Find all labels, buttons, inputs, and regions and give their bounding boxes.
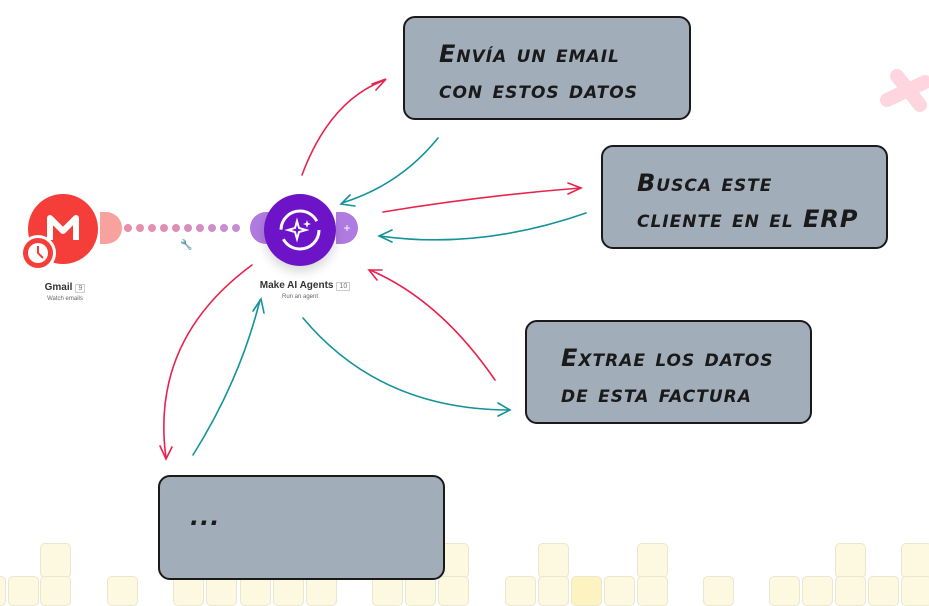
clock-schedule-icon[interactable] [20, 235, 56, 271]
arrow-from-extract-invoice [369, 269, 496, 381]
note-more: ... [158, 475, 445, 580]
connection-dots [124, 224, 240, 232]
agent-subtitle: Run an agent [281, 294, 319, 300]
arrow-to-send-email [301, 79, 386, 176]
pink-x-decoration [880, 69, 929, 112]
arrow-to-search-client [382, 187, 581, 213]
gmail-subtitle: Watch emails [47, 296, 83, 302]
ai-agents-sparkle-icon [264, 194, 336, 266]
arrow-from-send-email [341, 137, 439, 204]
arrow-from-search-client [379, 212, 587, 241]
arrow-to-extract-invoice [302, 317, 511, 411]
wrench-icon: 🔧 [180, 238, 192, 251]
arrow-to-more [163, 264, 253, 459]
add-module-button[interactable]: + [336, 212, 358, 244]
arrow-from-more [192, 299, 261, 456]
gmail-connector-handle[interactable] [100, 212, 122, 244]
